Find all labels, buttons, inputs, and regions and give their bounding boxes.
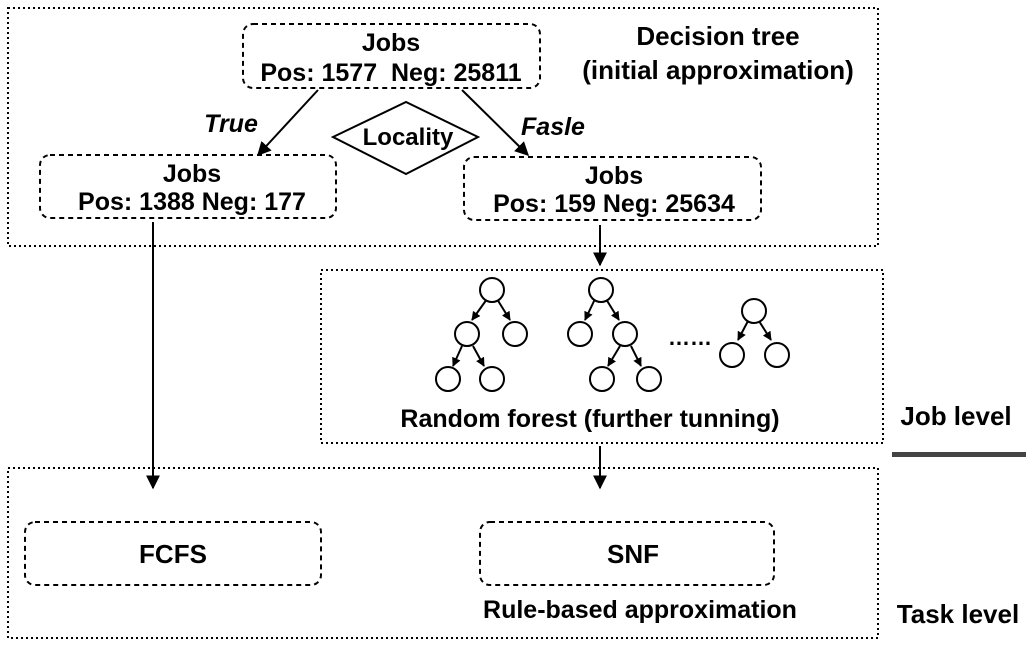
root-node-label: Jobs <box>362 29 420 57</box>
rule-based-caption: Rule-based approximation <box>483 596 797 624</box>
random-forest-panel <box>320 269 884 444</box>
snf-box: SNF <box>479 521 775 586</box>
decision-tree-subtitle: (initial approximation) <box>582 55 854 85</box>
locality-split: Locality <box>330 100 481 176</box>
left-node-stats: Pos: 1388 Neg: 177 <box>78 188 306 216</box>
forest-tree-3 <box>719 298 790 368</box>
fcfs-box: FCFS <box>24 521 322 586</box>
job-level-label: Job level <box>900 401 1011 431</box>
fcfs-label: FCFS <box>139 539 207 569</box>
root-node-stats: Pos: 1577 Neg: 25811 <box>260 59 521 87</box>
task-level-panel <box>7 467 879 639</box>
snf-label: SNF <box>607 539 659 569</box>
left-node: Jobs Pos: 1388 Neg: 177 <box>39 154 337 219</box>
random-forest-caption: Random forest (further tunning) <box>400 405 779 433</box>
locality-label: Locality <box>363 124 454 151</box>
decision-tree-title: Decision tree <box>636 21 799 51</box>
level-separator <box>892 452 1026 457</box>
root-node: Jobs Pos: 1577 Neg: 25811 <box>242 23 541 89</box>
true-label: True <box>204 110 258 138</box>
right-node-label: Jobs <box>585 162 643 190</box>
forest-tree-2 <box>567 277 662 392</box>
forest-ellipsis: …… <box>668 325 712 350</box>
task-level-label: Task level <box>897 599 1019 629</box>
decision-tree-panel <box>7 7 879 247</box>
right-node: Jobs Pos: 159 Neg: 25634 <box>463 156 762 221</box>
left-node-label: Jobs <box>163 160 221 188</box>
false-label: Fasle <box>521 113 585 141</box>
false-edge <box>461 89 529 156</box>
forest-tree-1 <box>435 277 528 392</box>
true-edge <box>257 89 319 157</box>
right-node-stats: Pos: 159 Neg: 25634 <box>493 190 735 218</box>
